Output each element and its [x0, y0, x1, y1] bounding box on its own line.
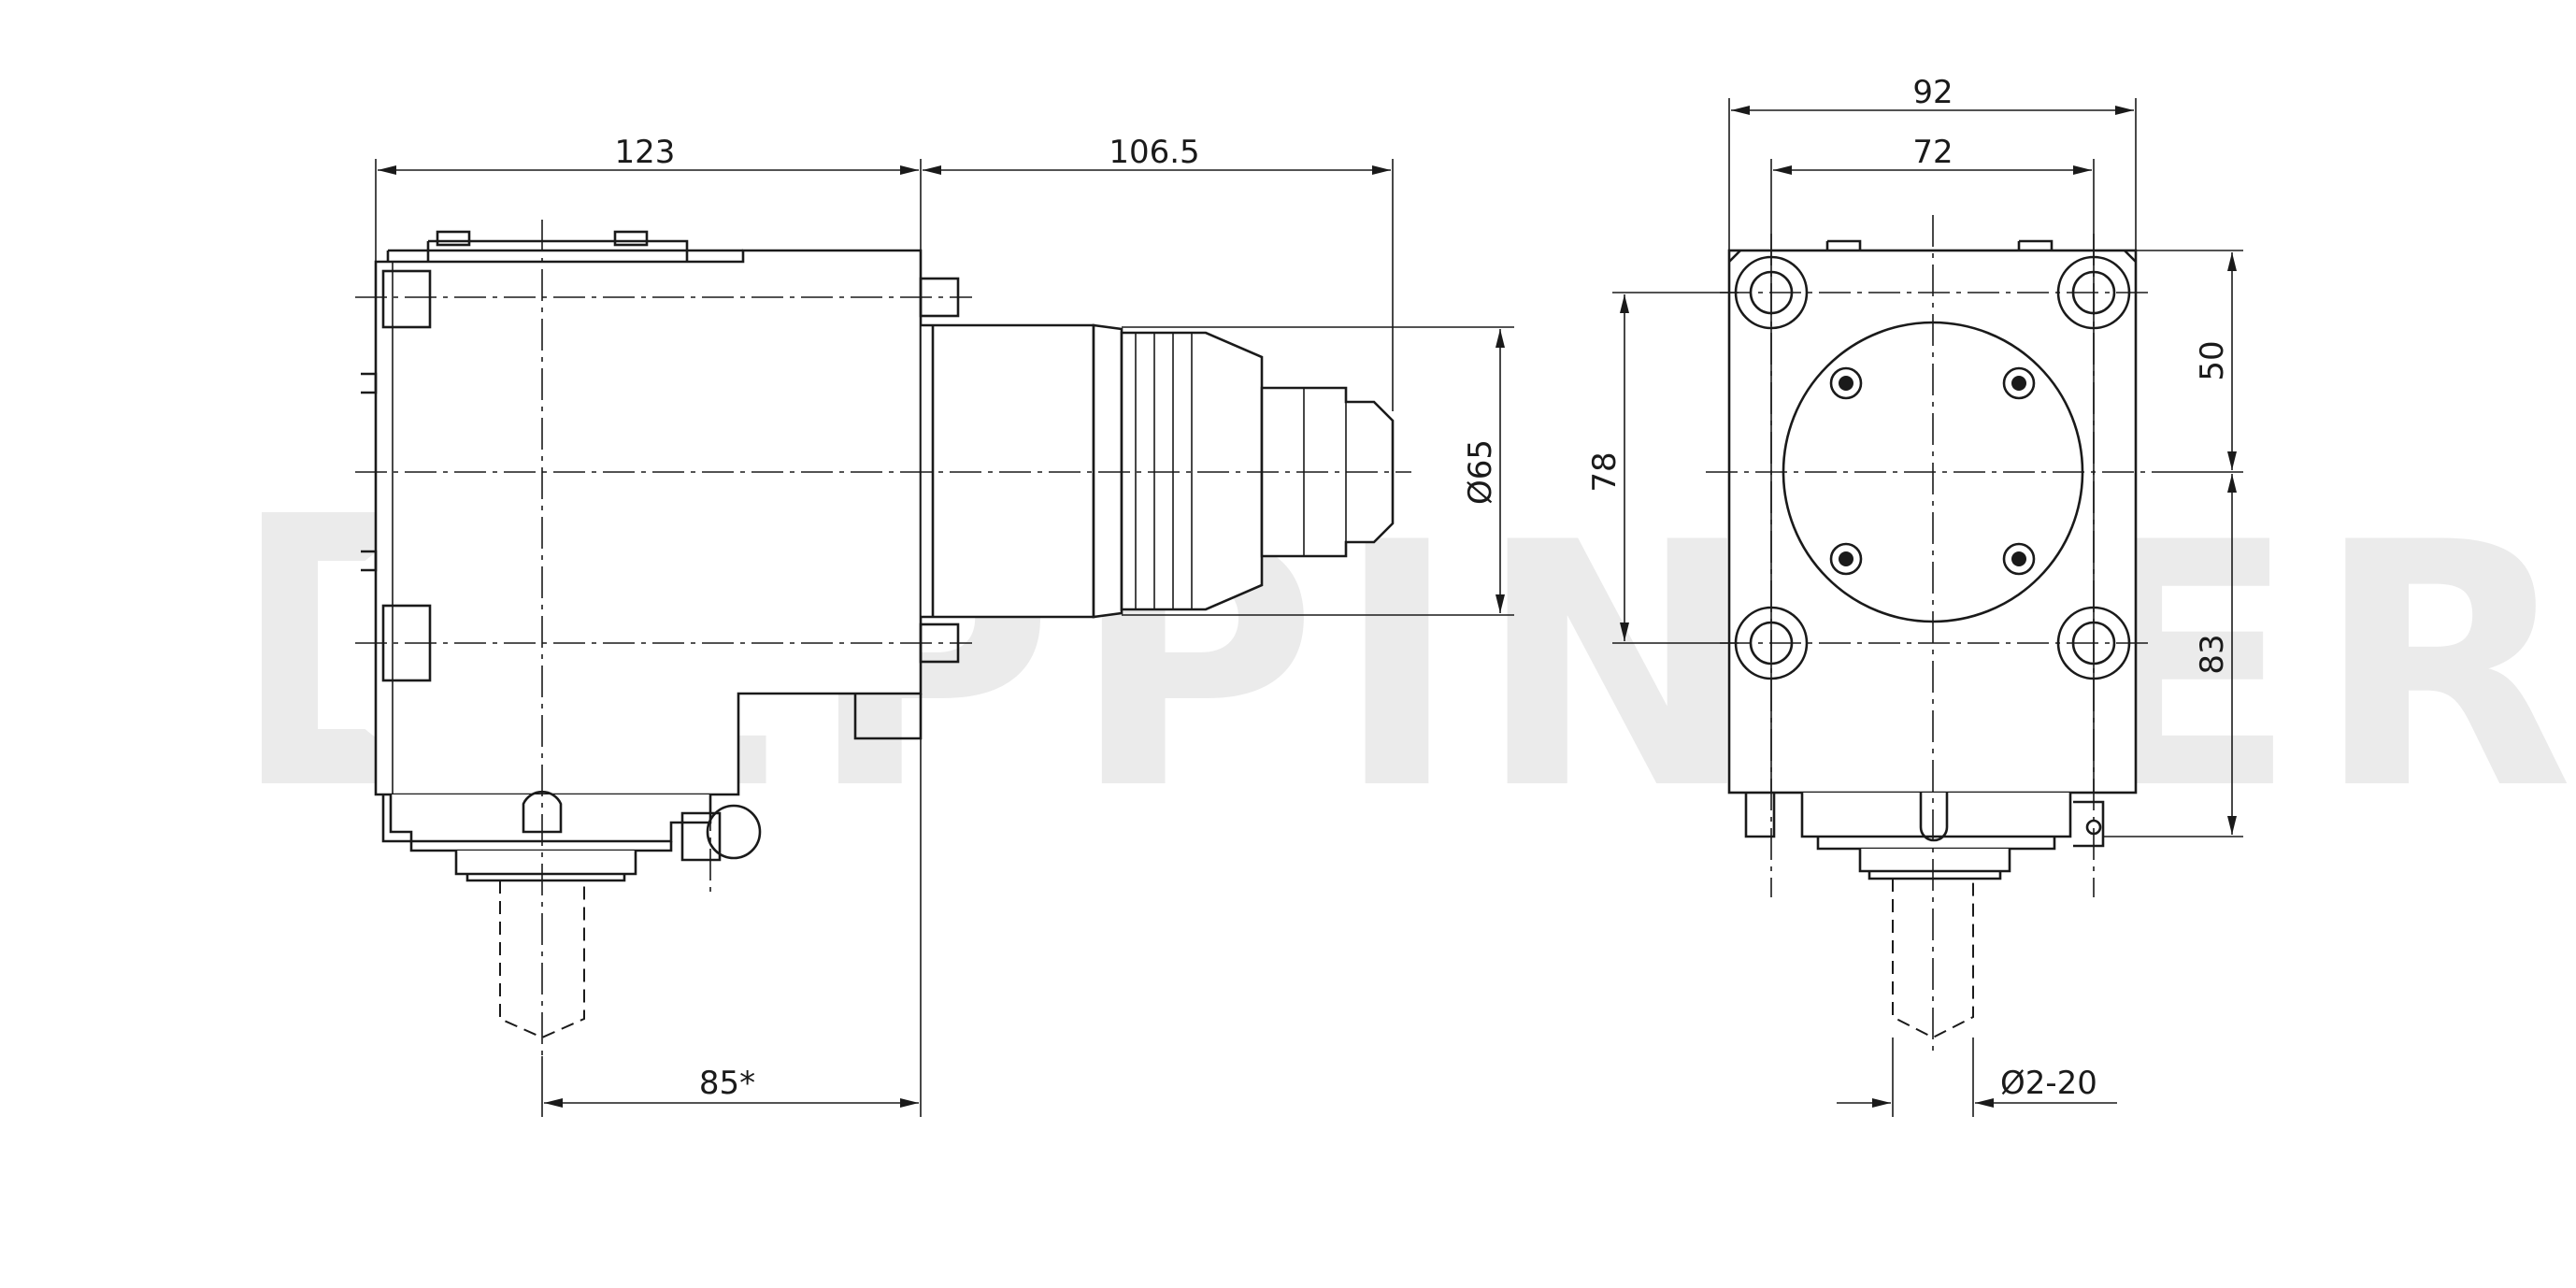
front-view — [1706, 215, 2168, 1056]
front-dimensions: 92 72 78 50 83 Ø2-20 — [1586, 74, 2243, 1117]
side-bottom-plate — [389, 794, 712, 843]
dim-text-92: 92 — [1912, 74, 1953, 111]
side-spindle-housing — [921, 323, 1095, 619]
dim-text-2-20: Ø2-20 — [2000, 1065, 2097, 1102]
front-flange-screw-3 — [1829, 542, 1863, 576]
dim-text-85: 85* — [699, 1065, 755, 1102]
front-bottom-pin — [1919, 793, 1949, 842]
dim-text-65: Ø65 — [1462, 439, 1499, 505]
side-bottom-bolt — [522, 790, 563, 834]
side-bottom-nut — [454, 851, 637, 876]
front-tool-hidden — [1892, 879, 1974, 1039]
side-top-bolt-1 — [436, 230, 471, 247]
front-top-nubs — [1825, 239, 2054, 250]
side-tool-hidden — [499, 880, 585, 1039]
front-right-foot — [2073, 800, 2105, 848]
side-top-bolt-2 — [613, 230, 649, 247]
side-left-block-top — [381, 269, 432, 329]
front-body-chamfers — [1728, 250, 2137, 263]
front-flange-screw-4 — [2002, 542, 2036, 576]
dim-text-83: 83 — [2194, 634, 2231, 674]
side-knob-body — [680, 811, 722, 862]
side-left-nubs — [361, 372, 378, 572]
front-flange-screw-1 — [1829, 366, 1863, 400]
side-nut-grooves — [1135, 333, 1193, 609]
dim-text-72: 72 — [1912, 134, 1953, 171]
dim-text-123: 123 — [615, 134, 676, 171]
side-knob-round — [706, 804, 762, 860]
side-bottom-left-leg — [381, 794, 411, 843]
side-dimensions: 123 106.5 85* Ø65 — [375, 134, 1514, 1117]
side-top-plate — [386, 239, 743, 262]
side-spindle-collar — [1092, 323, 1123, 619]
side-view — [355, 220, 1411, 1056]
front-bottom-plate — [1800, 793, 2072, 838]
front-flange-screw-2 — [2002, 366, 2036, 400]
front-bottom-nut-lower — [1868, 871, 2002, 880]
front-bottom-nut — [1858, 849, 2011, 873]
front-left-foot — [1744, 793, 1776, 838]
side-bottom-nut-lower — [465, 874, 626, 882]
dim-text-50: 50 — [2194, 340, 2231, 380]
dim-text-78: 78 — [1586, 451, 1624, 492]
dim-text-106-5: 106.5 — [1109, 134, 1199, 171]
